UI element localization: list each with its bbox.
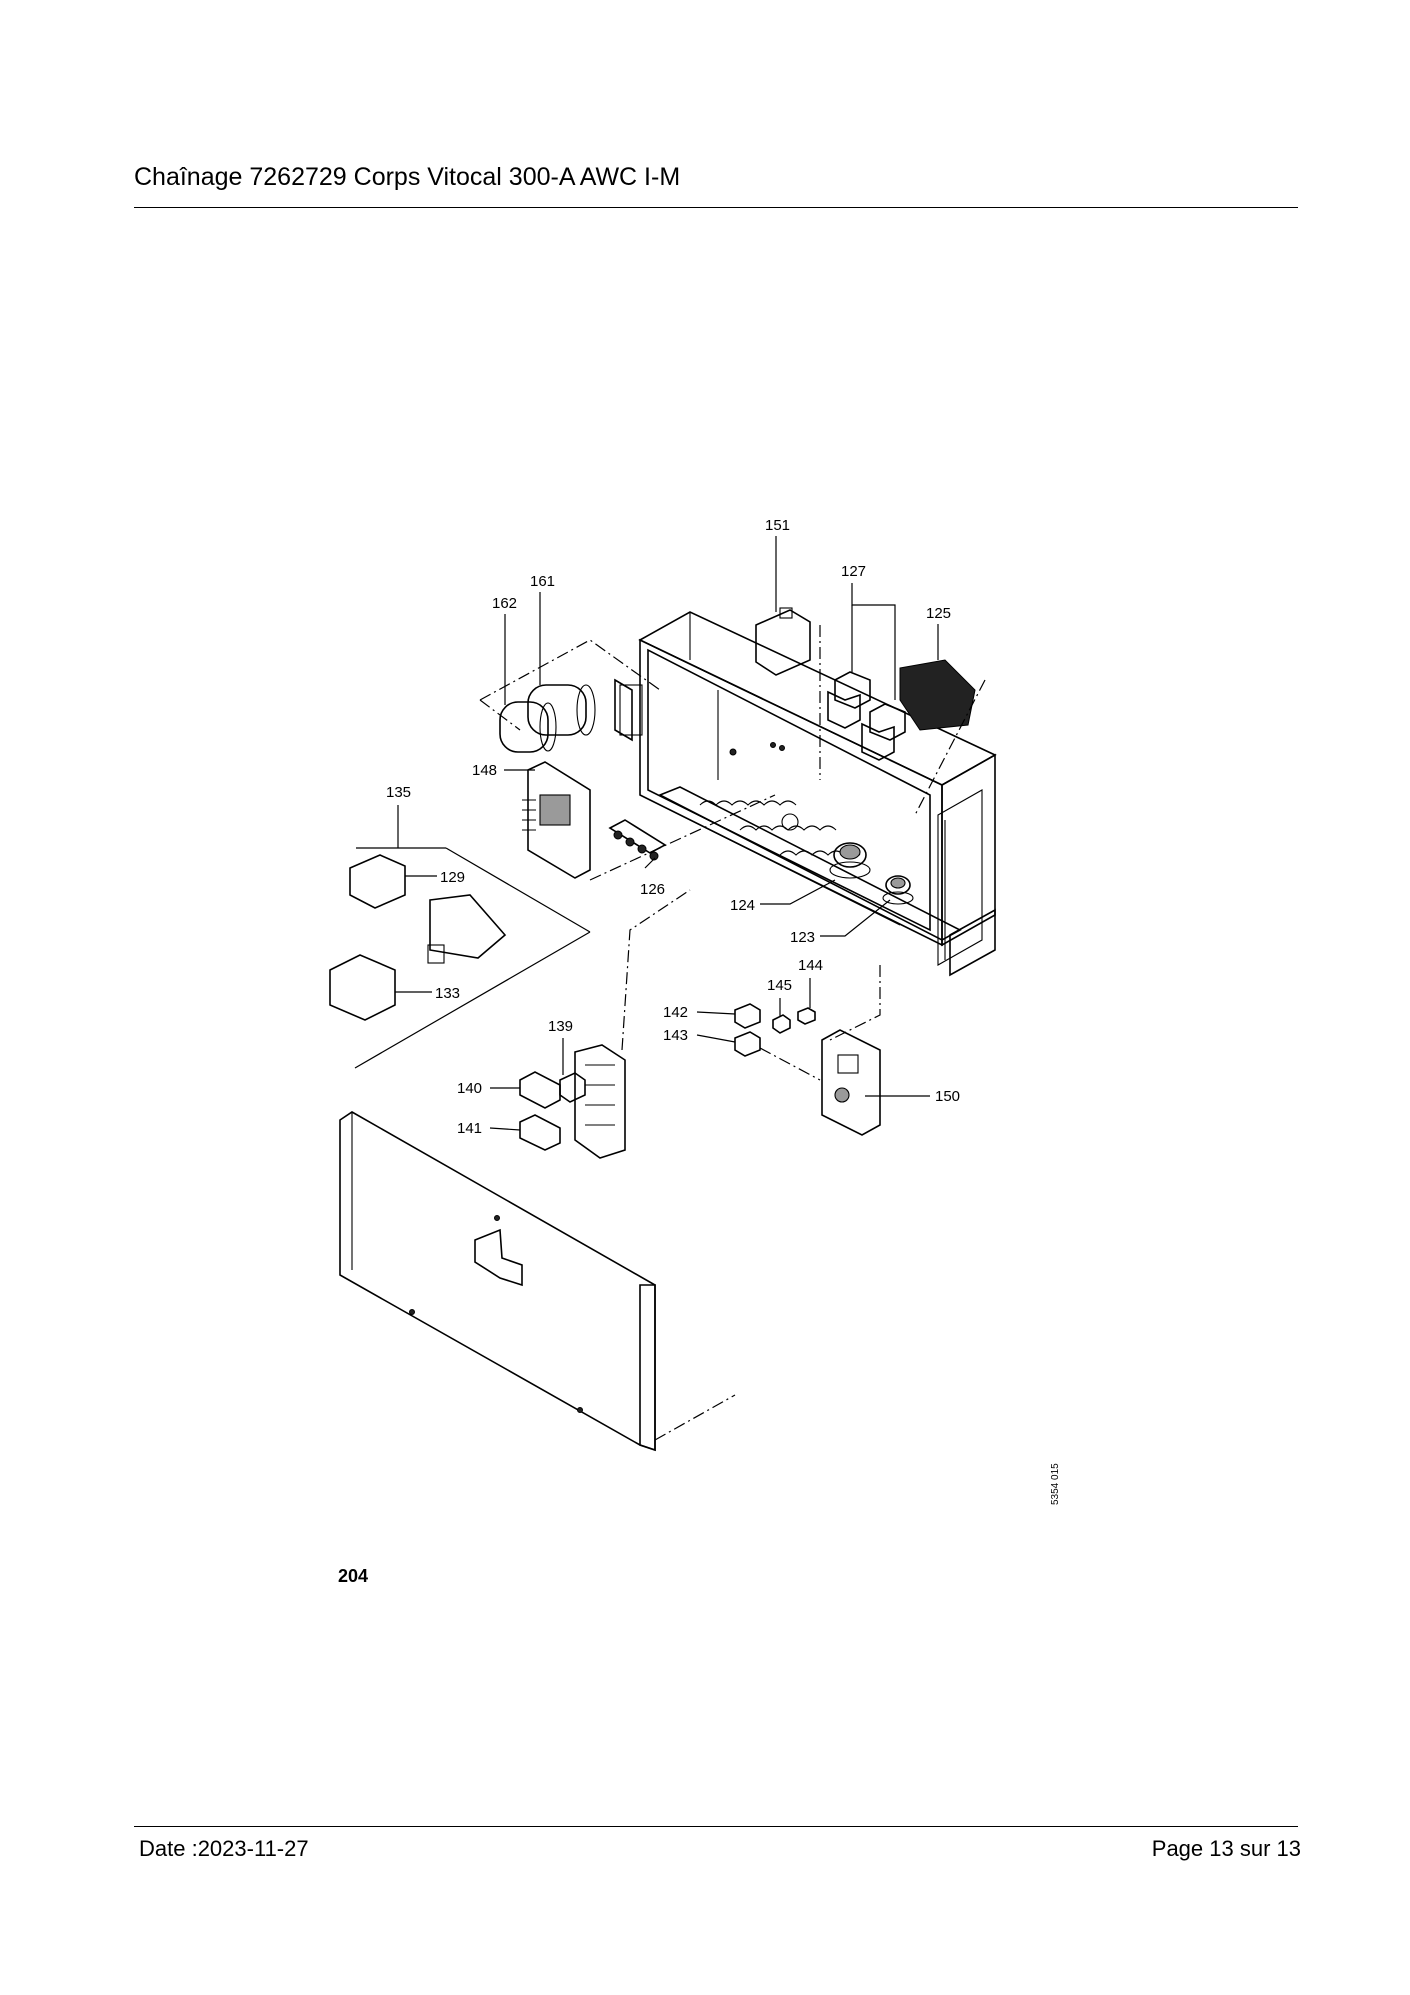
front-cover (339, 1111, 736, 1452)
callout-125: 125 (926, 605, 951, 622)
callout-140: 140 (457, 1080, 482, 1097)
callout-123: 123 (790, 929, 815, 946)
callout-141: 141 (457, 1120, 482, 1137)
callout-126: 126 (640, 881, 665, 898)
page-number: Page 13 sur 13 (1151, 1836, 1301, 1861)
cable-gland-124 (829, 842, 871, 879)
callout-127: 127 (841, 563, 866, 580)
terminal-blocks-127 (827, 671, 906, 761)
cable-gland-123 (882, 875, 914, 905)
callout-161: 161 (530, 573, 555, 590)
housing-box (619, 611, 997, 977)
leader-lines (395, 536, 939, 1131)
board-150 (821, 965, 881, 1136)
terminal-group-139 (519, 889, 691, 1159)
callout-133: 133 (435, 985, 460, 1002)
drawing-code: 5354 015 (1050, 1463, 1061, 1505)
callout-124: 124 (730, 897, 755, 914)
terminal-rail-126 (589, 794, 776, 881)
callout-143: 143 (663, 1027, 688, 1044)
capacitors (479, 639, 661, 753)
group-outline-135 (329, 847, 591, 1069)
board-148 (522, 761, 591, 879)
callout-145: 145 (767, 977, 792, 994)
relay-151 (755, 607, 821, 780)
figure-number: 204 (338, 1566, 369, 1586)
callout-135: 135 (386, 784, 411, 801)
callout-151: 151 (765, 517, 790, 534)
terminal-strip-125 (899, 659, 986, 816)
callout-139: 139 (548, 1018, 573, 1035)
callout-129: 129 (440, 869, 465, 886)
callout-142: 142 (663, 1004, 688, 1021)
callout-144: 144 (798, 957, 823, 974)
footer-rule (134, 1826, 1298, 1827)
callout-150: 150 (935, 1088, 960, 1105)
callout-162: 162 (492, 595, 517, 612)
page-title: Chaînage 7262729 Corps Vitocal 300-A AWC… (134, 163, 681, 191)
header-rule (134, 207, 1298, 208)
connectors-142-145 (734, 1003, 821, 1081)
callout-148: 148 (472, 762, 497, 779)
callout-labels: 151 161 162 127 125 135 148 129 126 124 … (386, 517, 960, 1137)
footer-date: Date :2023-11-27 (139, 1836, 309, 1861)
